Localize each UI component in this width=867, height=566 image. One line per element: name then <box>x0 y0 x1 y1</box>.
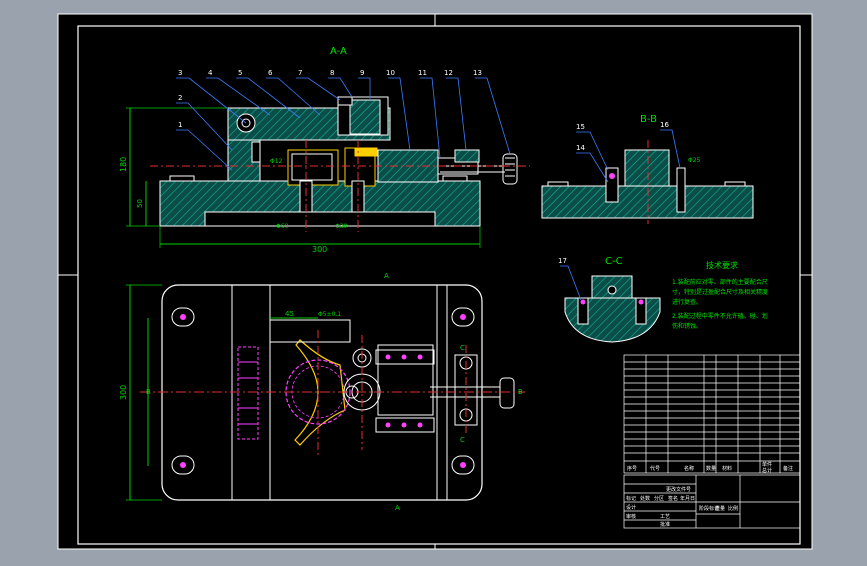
tb-header-index: 序号 <box>627 465 637 472</box>
tb-header-unit: 单件 <box>762 461 772 468</box>
workpiece-area <box>287 149 339 186</box>
tb-header-remark: 备注 <box>783 465 793 472</box>
part-no-1: 1 <box>178 121 182 129</box>
tb-header-qty: 数量 <box>706 465 716 472</box>
marker-b-left: B <box>146 388 151 396</box>
dim-tolerance: Φ5±0.1 <box>318 311 341 318</box>
part-no-2: 2 <box>178 94 182 102</box>
part-no-13: 13 <box>473 69 482 77</box>
tech-note-line-5: 伤和锈蚀。 <box>672 322 702 330</box>
dim-phi-b: Φ30 <box>335 223 348 230</box>
bb-center-block <box>624 149 670 187</box>
dim-phi-a: Φ60 <box>276 223 289 230</box>
section-cc-title: C-C <box>605 256 623 267</box>
part-no-11: 11 <box>418 69 427 77</box>
tb-right-stage: 阶段标记 <box>699 505 719 512</box>
section-aa-view: A-A <box>119 46 530 254</box>
tech-notes-title: 技术要求 <box>706 260 738 270</box>
tech-note-line-1: 1.装配前应对零、部件的主要配合尺 <box>672 278 768 286</box>
part-no-16: 16 <box>660 121 669 129</box>
tb-footer-process: 工艺 <box>660 514 670 520</box>
marker-b-right: B <box>518 388 523 396</box>
tb-footer-zone: 分区 <box>654 495 664 502</box>
workpiece-bore <box>285 359 351 425</box>
part-no-8: 8 <box>330 69 334 77</box>
technical-notes: 技术要求 1.装配前应对零、部件的主要配合尺 寸，特别是过盈配合尺寸及相关精度 … <box>672 260 768 330</box>
tb-footer-design: 设计 <box>626 504 636 511</box>
part-no-9: 9 <box>360 69 364 77</box>
dim-phi-c: Φ12 <box>270 158 283 165</box>
dim-base-thickness: 50 <box>136 199 144 208</box>
dim-offset-45: 45 <box>285 310 294 318</box>
marker-c-top: C <box>460 344 465 352</box>
inner-frame <box>77 25 801 545</box>
tb-footer-mark: 标记 <box>626 495 636 502</box>
marker-a-bottom: A <box>395 504 400 512</box>
part-no-7: 7 <box>298 69 302 77</box>
tb-footer-count: 处数 <box>640 495 650 502</box>
tb-right-weight: 重量 <box>715 505 725 512</box>
tech-note-line-3: 进行复查。 <box>672 298 702 306</box>
section-bb-view: B-B 15 14 16 Φ25 <box>541 114 754 224</box>
tech-note-line-2: 寸，特别是过盈配合尺寸及相关精度 <box>672 288 768 296</box>
part-no-12: 12 <box>444 69 453 77</box>
part-no-3: 3 <box>178 69 182 77</box>
tb-header-material: 材料 <box>722 465 732 472</box>
part-no-4: 4 <box>208 69 213 77</box>
section-aa-title: A-A <box>330 46 347 57</box>
dim-side-height: 180 <box>119 157 128 172</box>
section-cc-view: C-C 17 <box>558 256 661 343</box>
marker-c-bottom: C <box>460 436 465 444</box>
tb-footer-date: 年月日 <box>680 495 695 502</box>
part-no-5: 5 <box>238 69 242 77</box>
title-block <box>623 354 801 529</box>
part-no-17: 17 <box>558 257 567 265</box>
tb-header-total: 总计 <box>762 467 772 474</box>
top-view: 300 45 Φ5±0.1 A B B C C A <box>119 272 525 512</box>
dim-phi-d: Φ25 <box>688 157 701 164</box>
part-no-14: 14 <box>576 144 585 152</box>
tb-footer-sign: 签名 <box>668 495 678 502</box>
tb-footer-approve: 批准 <box>660 521 670 528</box>
dim-overall-height: 300 <box>119 385 128 400</box>
part-callouts-aa: 3 4 5 6 7 8 9 10 11 12 13 2 1 <box>176 69 511 171</box>
tb-right-scale: 比例 <box>728 505 738 512</box>
tb-header-name: 名称 <box>684 465 694 472</box>
tb-footer-change: 更改文件号 <box>666 486 691 493</box>
section-bb-title: B-B <box>640 114 657 125</box>
tech-note-line-4: 2.装配过程中零件不允许磕、碰、划 <box>672 312 768 320</box>
part-no-10: 10 <box>386 69 395 77</box>
part-no-6: 6 <box>268 69 273 77</box>
tb-footer-review: 审核 <box>626 513 636 520</box>
dim-overall-width: 300 <box>312 245 327 254</box>
tb-header-code: 代号 <box>650 465 660 472</box>
marker-a-top: A <box>384 272 389 280</box>
part-no-15: 15 <box>576 123 585 131</box>
